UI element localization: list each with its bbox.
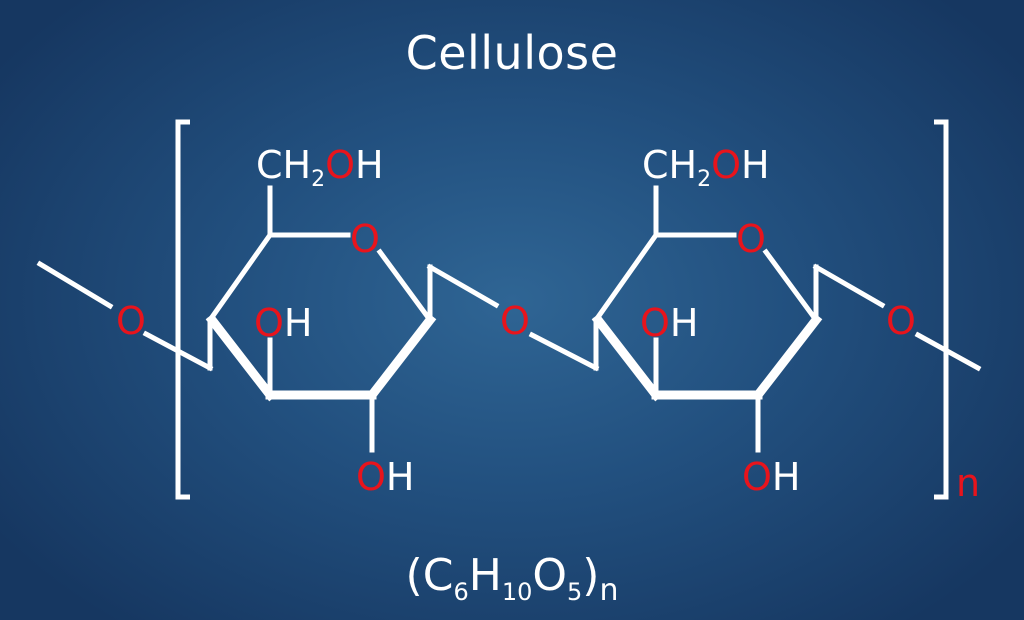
bond-chain-right xyxy=(914,331,982,372)
diagram-title: Cellulose xyxy=(405,26,619,80)
oh-c2-ring-1: OH xyxy=(356,455,415,499)
oh-c3-ring-1: OH xyxy=(254,301,313,345)
repeat-n: n xyxy=(956,461,980,505)
right-bracket xyxy=(934,119,949,500)
bond-chain-left xyxy=(36,260,114,310)
molecular-formula: (C6H10O5)n xyxy=(406,550,619,608)
ring-oxygen-2: O xyxy=(736,217,766,261)
ch2oh-ring-2: CH2OH xyxy=(642,143,770,192)
bond-bridge-o-c4b xyxy=(528,331,600,372)
oh-c2-ring-2: OH xyxy=(742,455,801,499)
ch2oh-ring-1: CH2OH xyxy=(256,143,384,192)
ring-oxygen-1: O xyxy=(350,217,380,261)
left-bracket xyxy=(175,119,190,500)
glucose-ring-2 xyxy=(591,185,823,453)
bond-c1b-o xyxy=(812,263,886,309)
bond-o-c4 xyxy=(142,330,214,372)
glycosidic-oxygen-bridge: O xyxy=(500,299,530,343)
oh-c3-ring-2: OH xyxy=(640,301,699,345)
glycosidic-oxygen-right: O xyxy=(886,299,916,343)
bond-c1-bridge-o xyxy=(426,263,500,309)
glycosidic-oxygen-left: O xyxy=(116,299,146,343)
glucose-ring-1 xyxy=(205,185,437,453)
